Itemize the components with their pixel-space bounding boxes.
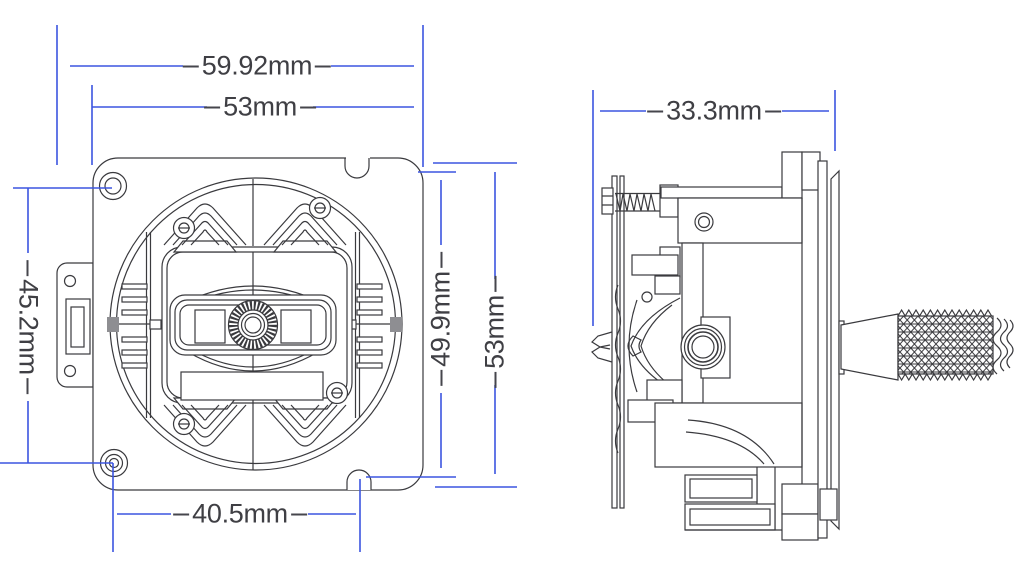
- stick-hub: [227, 299, 279, 351]
- dim-label-notch-vertical-pitch: 49.9mm: [426, 249, 456, 389]
- dim-label-body-depth: 33.3mm: [644, 97, 784, 125]
- side-mounting-plates: [611, 175, 625, 509]
- chevron-feet: [172, 240, 338, 410]
- grip-thread-end: [992, 317, 1002, 375]
- inner-screws: [172, 196, 349, 436]
- corner-screw-holes: [98, 171, 129, 478]
- side-lower-housing: [627, 198, 819, 541]
- dim-label-overall-width: 59.92mm: [180, 52, 334, 80]
- side-upper-body: [631, 151, 821, 303]
- front-view: [56, 156, 424, 491]
- wire-bend: [685, 419, 775, 465]
- dimension-lines: [0, 25, 836, 552]
- dim-label-mount-hole-horizontal-pitch: 40.5mm: [170, 500, 310, 528]
- dim-label-plate-height: 53mm: [480, 273, 510, 391]
- knurled-grip: [897, 308, 1014, 382]
- edge-notches: [344, 156, 372, 490]
- fork-tip: [627, 335, 642, 357]
- dim-label-mount-hole-vertical-pitch: 45.2mm: [14, 257, 44, 397]
- dim-label-plate-width: 53mm: [201, 93, 319, 121]
- leaf-spring-wire: [614, 284, 622, 454]
- mounting-tab: [56, 262, 94, 388]
- side-view: [591, 151, 1014, 541]
- stick-shaft: [838, 313, 899, 381]
- panel-flange: [817, 160, 840, 539]
- slider-plate: [180, 371, 324, 401]
- side-pivot: [591, 242, 731, 404]
